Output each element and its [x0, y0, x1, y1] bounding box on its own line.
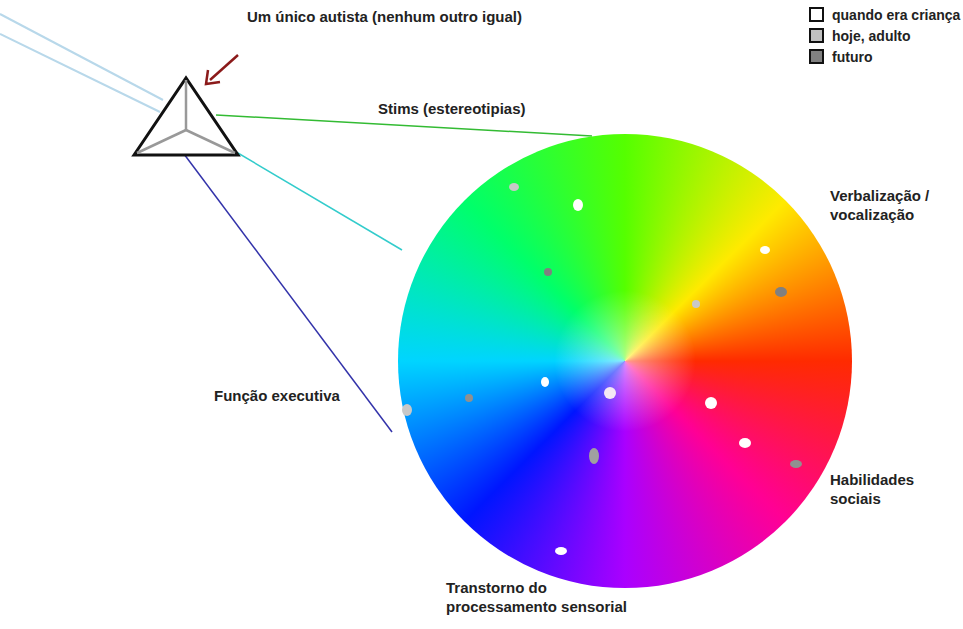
legend-swatch [809, 28, 824, 43]
trait-dot [760, 246, 770, 254]
color-wheel [398, 134, 852, 588]
trait-dot [604, 387, 616, 399]
subject-label: Um único autista (nenhum outro igual) [247, 7, 577, 26]
prism-edge [185, 80, 188, 130]
legend: quando era criança hoje, adulto futuro [809, 4, 960, 67]
trait-dot [705, 397, 717, 409]
legend-row: hoje, adulto [809, 25, 960, 46]
legend-row: quando era criança [809, 4, 960, 25]
trait-dot [573, 199, 583, 211]
trait-label: Habilidades sociais [830, 470, 958, 508]
trait-dot [555, 547, 567, 555]
light-beam [0, 14, 163, 100]
legend-text: quando era criança [832, 7, 960, 23]
legend-text: futuro [832, 49, 872, 65]
legend-row: futuro [809, 46, 960, 67]
green-ray [216, 115, 592, 136]
legend-text: hoje, adulto [832, 28, 911, 44]
trait-dot [692, 300, 700, 308]
cyan-ray [226, 146, 402, 250]
blue-ray [184, 154, 392, 432]
trait-dot [465, 394, 473, 402]
wheel-center [398, 134, 852, 588]
trait-dot [541, 377, 549, 387]
trait-label: Função executiva [214, 386, 374, 405]
prism [134, 78, 238, 155]
trait-dot [790, 460, 802, 468]
light-beam [0, 34, 160, 112]
prism-edge [186, 130, 235, 153]
trait-dot [544, 268, 552, 276]
trait-label: Transtorno do processamento sensorial [446, 578, 646, 616]
trait-dot [509, 183, 519, 191]
trait-dot [589, 448, 599, 464]
legend-swatch [809, 49, 824, 64]
trait-label: Stims (estereotipias) [378, 99, 578, 118]
pointer-arrowhead [206, 70, 220, 84]
prism-edge [137, 130, 186, 153]
trait-dot [402, 404, 412, 416]
trait-dot [775, 287, 787, 297]
trait-dot [739, 438, 751, 448]
pointer-arrow [210, 55, 238, 80]
trait-label: Verbalização / vocalização [830, 186, 958, 224]
legend-swatch [809, 7, 824, 22]
